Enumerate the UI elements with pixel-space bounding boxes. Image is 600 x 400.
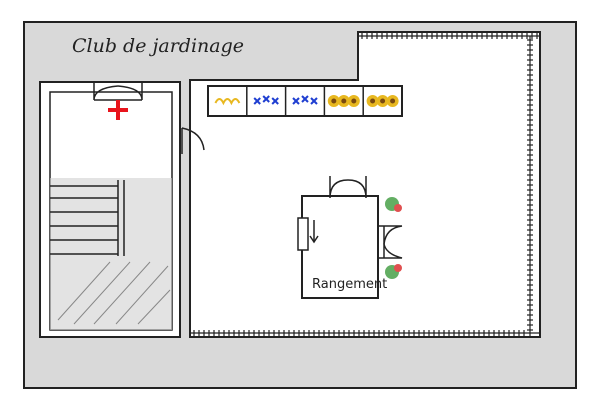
blue-cross-plant-icon [292,95,318,105]
garden-fence [190,33,540,337]
storage-side-door[interactable] [378,225,403,259]
flower-bed-cell [284,86,318,116]
flower-bed-cell [246,86,279,116]
garden-side-door[interactable] [181,127,205,154]
storage-shed-outline [301,195,379,299]
sunflower-icon [366,95,399,107]
plant-icon [385,197,402,279]
first-aid-room [39,81,181,338]
storage-top-door[interactable] [329,176,367,199]
yellow-sprout-icon [214,98,241,106]
storage-cabinet [297,217,309,251]
flower-bed-cell [362,86,399,116]
flower-bed-cell [214,98,241,106]
arrow-down-icon [309,220,319,244]
flower-bed [207,85,403,117]
flower-bed-cell [323,86,360,116]
first-aid-cross-icon [108,100,128,120]
storage-shed: Rangement [297,176,403,299]
page-title: Club de jardinage [72,35,244,57]
storage-label: Rangement [312,277,387,292]
blue-cross-plant-icon [253,95,279,105]
sunflower-icon [327,95,360,107]
staircase [50,178,172,330]
